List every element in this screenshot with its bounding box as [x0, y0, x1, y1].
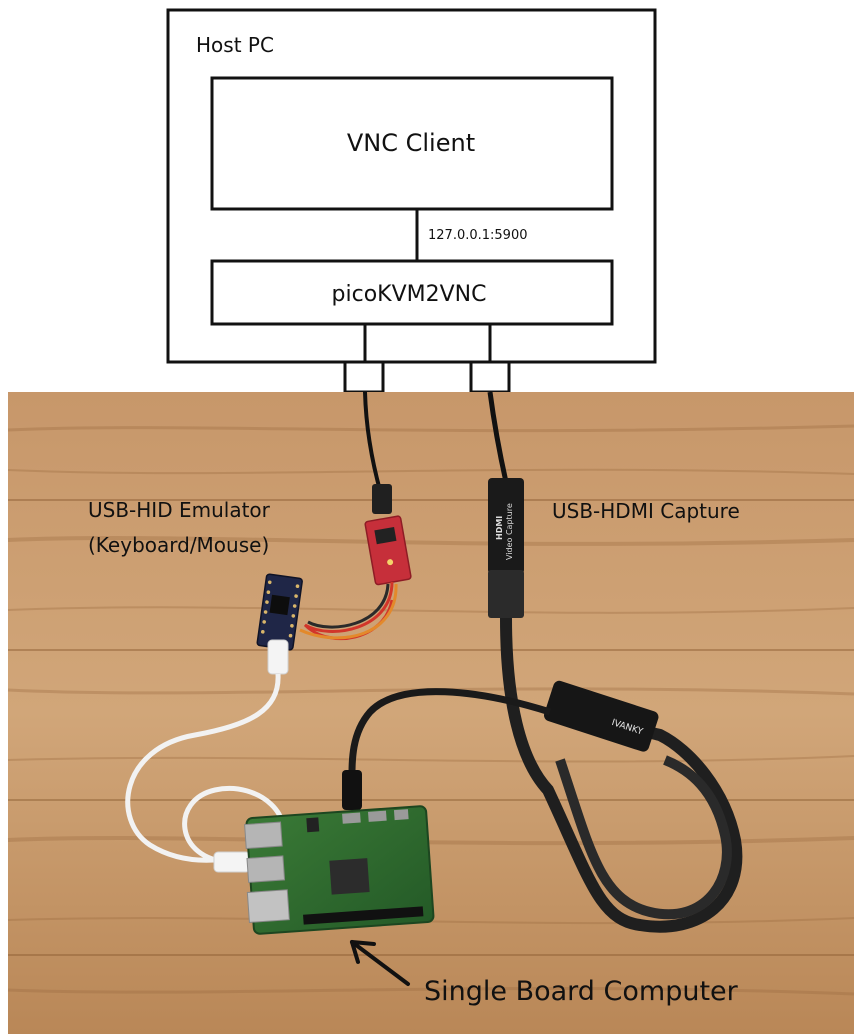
sbc-arrow [350, 940, 410, 986]
braided-hdmi-cable [500, 617, 743, 933]
single-board-computer-label: Single Board Computer [424, 976, 739, 1007]
capture-dongle-hdmi: HDMI [495, 516, 504, 540]
wood-plank-seams [8, 499, 854, 956]
usb-plug-white-top [267, 639, 289, 675]
wood-grain [7, 424, 855, 996]
host-pc-label: Host PC [196, 33, 274, 57]
usb-plug-hid [372, 484, 392, 514]
usb-plug-white-bottom [213, 851, 251, 873]
capture-dongle: Video Capture HDMI [488, 478, 524, 618]
host-pc-sketch: Host PC VNC Client 127.0.0.1:5900 picoKV… [166, 8, 657, 394]
sparkfun-board [364, 515, 412, 586]
pi-usb-port-1 [244, 821, 283, 850]
micro-hdmi-cable [348, 688, 552, 791]
picokvm2vnc-box [210, 259, 614, 326]
hardware-photo: Video Capture HDMI IVANKY [7, 391, 855, 1034]
usb-port-right [469, 360, 511, 394]
usb-cable-to-hid [363, 391, 383, 495]
hdmi-adapter: IVANKY [543, 680, 659, 752]
raspberry-pi-board [244, 805, 435, 935]
pi-soc-chip [329, 858, 370, 895]
pi-gpio-header [303, 906, 424, 925]
hid-emulator-label-line1: USB-HID Emulator [88, 498, 271, 522]
usb-cable-white [125, 673, 285, 865]
pi-ethernet-port [246, 889, 290, 923]
usb-port-left [343, 360, 385, 394]
micro-hdmi-plug [342, 770, 362, 810]
vnc-client-label: VNC Client [347, 129, 475, 157]
jumper-wires-orange [299, 583, 398, 640]
pi-usb-port-2 [246, 855, 286, 883]
vnc-client-box [210, 76, 614, 211]
wood-table [8, 392, 854, 1034]
picokvm2vnc-label: picoKVM2VNC [332, 282, 487, 307]
capture-dongle-text: Video Capture [505, 503, 514, 560]
hid-emulator-label-line2: (Keyboard/Mouse) [88, 533, 269, 557]
jumper-wires-black [307, 583, 390, 629]
pico-board [256, 573, 303, 651]
loopback-address-label: 127.0.0.1:5900 [428, 228, 528, 243]
braided-hdmi-cable-loop [555, 755, 732, 920]
usb-hdmi-capture-label: USB-HDMI Capture [552, 499, 740, 523]
usb-cable-to-capture [487, 391, 509, 483]
